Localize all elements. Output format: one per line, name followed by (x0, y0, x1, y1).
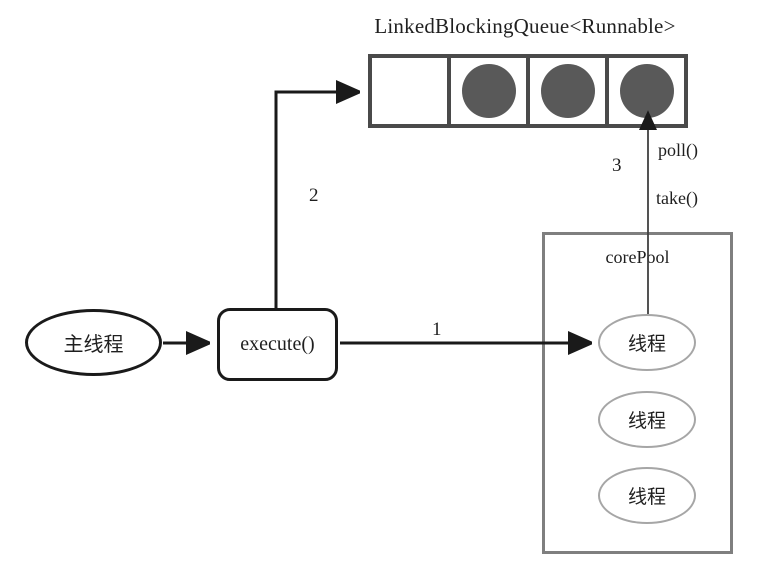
queue-cell (530, 58, 609, 124)
edge-label-3: 3 (612, 155, 622, 176)
take-label: take() (656, 188, 698, 208)
blocking-queue (368, 54, 688, 128)
thread-ellipse-2: 线程 (598, 391, 696, 448)
task-circle (540, 64, 595, 118)
task-circle (461, 64, 516, 118)
main-thread-ellipse: 主线程 (25, 309, 162, 376)
edge-label-1: 1 (432, 319, 442, 340)
queue-cell (451, 58, 530, 124)
thread-ellipse-3: 线程 (598, 467, 696, 524)
queue-cell (609, 58, 684, 124)
thread-ellipse-1: 线程 (598, 314, 696, 371)
core-pool-title: corePool (605, 247, 670, 267)
queue-cell (372, 58, 451, 124)
edge-label-2: 2 (309, 185, 319, 206)
execute-box: execute() (217, 308, 338, 381)
queue-title: LinkedBlockingQueue<Runnable> (374, 14, 676, 38)
task-circle (619, 64, 674, 118)
poll-label: poll() (658, 140, 698, 160)
